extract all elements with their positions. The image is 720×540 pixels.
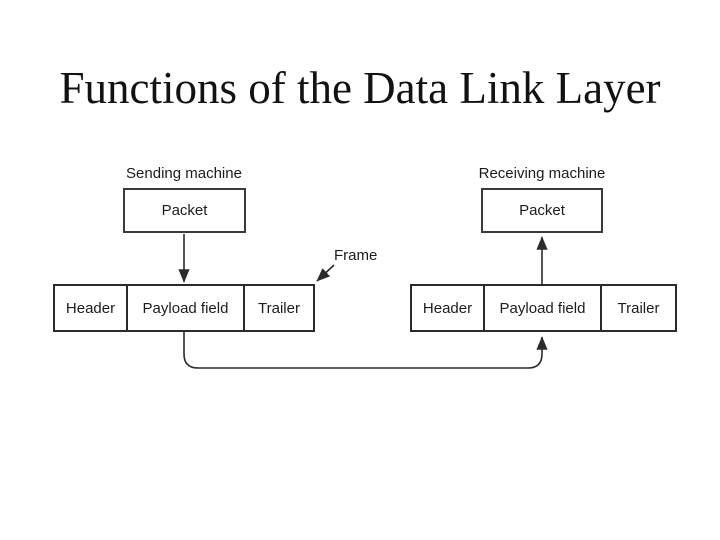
sending-packet-label: Packet: [161, 202, 208, 219]
sending-frame-cell-payload: Payload field: [126, 286, 243, 330]
receiving-frame-cell-header: Header: [422, 299, 473, 317]
sending-frame-cell-trailer: Trailer: [243, 286, 313, 330]
frame-label: Frame: [334, 247, 378, 264]
receiving-frame-cell-trailer: Trailer: [600, 286, 675, 330]
receiving-packet-label: Packet: [519, 202, 565, 219]
sending-machine-label: Sending machine: [126, 165, 242, 182]
frame-pointer-arrow: [316, 264, 335, 282]
page-title: Functions of the Data Link Layer: [59, 63, 661, 113]
sending-frame-row: Header Payload field Trailer: [53, 284, 315, 332]
receiving-frame-row: Header Payload field Trailer: [410, 284, 677, 332]
receiving-packet-box: Packet: [481, 188, 603, 233]
receiving-frame-cell-payload: Payload field: [483, 286, 600, 330]
sending-frame-cell-header: Header: [65, 299, 116, 317]
transmission-path-arrow: [183, 331, 548, 369]
receiving-machine-label: Receiving machine: [478, 165, 606, 182]
sending-packet-box: Packet: [123, 188, 246, 233]
